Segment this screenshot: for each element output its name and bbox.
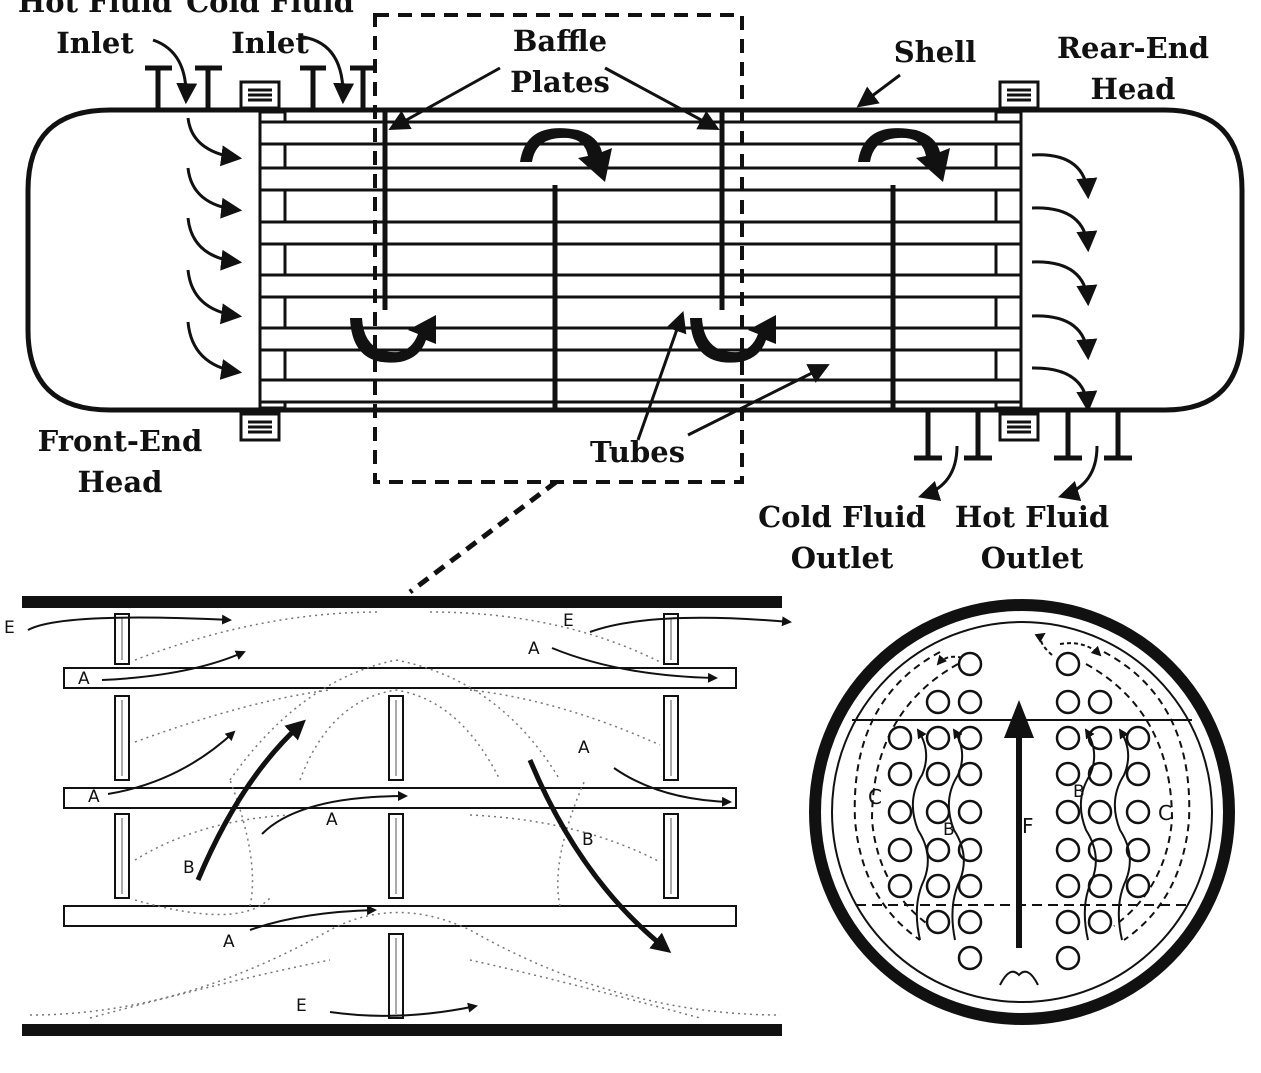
bold-curved-arrow [690, 315, 776, 363]
cross-section-outer-shell [809, 599, 1235, 1025]
rear-head-flow-arrows [1031, 153, 1098, 413]
tube [258, 120, 1023, 146]
cross-section-inner-shell [831, 621, 1213, 1003]
leader-lines [152, 35, 1099, 501]
hot-fluid-inlet-label: Hot Fluid Inlet [17, 0, 173, 60]
detail-shell-bottom [22, 1024, 782, 1036]
nozzles [145, 65, 1132, 461]
detail-tube [63, 787, 737, 809]
front-end-head-label: Front-End Head [37, 424, 203, 499]
tubes-label: Tubes [589, 435, 686, 469]
baffle-plates-label: Baffle Plates [510, 24, 610, 99]
detail-cross-section [809, 599, 1235, 1025]
bold-curved-arrow [520, 128, 612, 182]
stream-c-label: C [868, 785, 882, 809]
flange [998, 80, 1040, 110]
flange [239, 412, 281, 442]
tube-bundle [258, 120, 1023, 404]
flanges [239, 80, 1040, 442]
stream-a-label: A [578, 738, 590, 758]
zoom-region-box [373, 13, 744, 484]
stream-e-label: E [4, 618, 15, 638]
tube [258, 273, 1023, 299]
leader-hot-outlet [1057, 445, 1099, 501]
detail-longitudinal-view [22, 596, 792, 1036]
leader-cold-outlet [917, 445, 959, 501]
front-tube-sheet [258, 110, 287, 410]
tube [258, 378, 1023, 404]
front-end-head-outline [25, 107, 160, 413]
stream-f-arrowhead [1004, 700, 1034, 738]
stream-f-label: F [1022, 814, 1034, 838]
cold-fluid-inlet-nozzle [300, 65, 376, 110]
leader-baffle-right [604, 66, 720, 130]
shell-side-flow-arrows [350, 128, 950, 363]
stream-e-label: E [563, 611, 574, 631]
tube [258, 166, 1023, 192]
stream-a-label: A [326, 810, 338, 830]
rear-end-head-label: Rear-End Head [1056, 31, 1210, 106]
rear-tube-sheet [994, 110, 1023, 410]
stream-a-label: A [528, 639, 540, 659]
cold-fluid-outlet-nozzle [914, 410, 992, 461]
stream-b-label: B [1073, 782, 1085, 802]
leader-cold-inlet [302, 35, 355, 105]
detail-thin-arrows [27, 614, 792, 1017]
hot-fluid-outlet-nozzle [1054, 410, 1132, 461]
cold-fluid-outlet-label: Cold Fluid Outlet [758, 500, 926, 575]
stream-a-label: A [88, 787, 100, 807]
tube-cross-sections [887, 651, 1151, 971]
bottom-notch [999, 970, 1039, 986]
flange [998, 412, 1040, 442]
leader-shell [856, 73, 901, 108]
stream-b-label: B [943, 820, 955, 840]
stream-b-label: B [582, 830, 594, 850]
dotted-streamlines [29, 611, 781, 1019]
leader-hot-inlet [152, 38, 198, 105]
hot-fluid-inlet-nozzle [145, 65, 222, 110]
detail-bold-arrows [195, 719, 672, 953]
hot-fluid-outlet-label: Hot Fluid Outlet [954, 500, 1110, 575]
front-head-flow-arrows [186, 117, 243, 380]
tube-sheets [258, 110, 1023, 410]
stream-b-label: B [183, 858, 195, 878]
bold-curved-arrow [858, 128, 950, 182]
tube [258, 326, 1023, 352]
stream-c-label: C [1158, 801, 1172, 825]
stream-e-label: E [296, 996, 307, 1016]
exchanger-body [25, 107, 1245, 413]
stream-a-label: A [223, 932, 235, 952]
leader-tubes-2 [687, 364, 830, 437]
zoom-connector [408, 480, 558, 594]
wavy-b-streams [911, 728, 1131, 941]
flange [239, 80, 281, 110]
detail-tube [63, 905, 737, 927]
cold-fluid-inlet-label: Cold Fluid Inlet [186, 0, 354, 60]
rear-end-head-outline [1115, 107, 1245, 413]
tube [258, 220, 1023, 246]
detail-tube [63, 667, 737, 689]
leader-baffle-left [388, 66, 501, 131]
stream-a-label: A [78, 669, 90, 689]
leader-tubes-1 [636, 311, 687, 441]
bold-curved-arrow [350, 315, 436, 363]
stream-c-right [1103, 651, 1191, 941]
detail-shell-top [22, 596, 782, 608]
shell-label: Shell [893, 35, 977, 69]
baffle-plates-group [382, 112, 896, 408]
